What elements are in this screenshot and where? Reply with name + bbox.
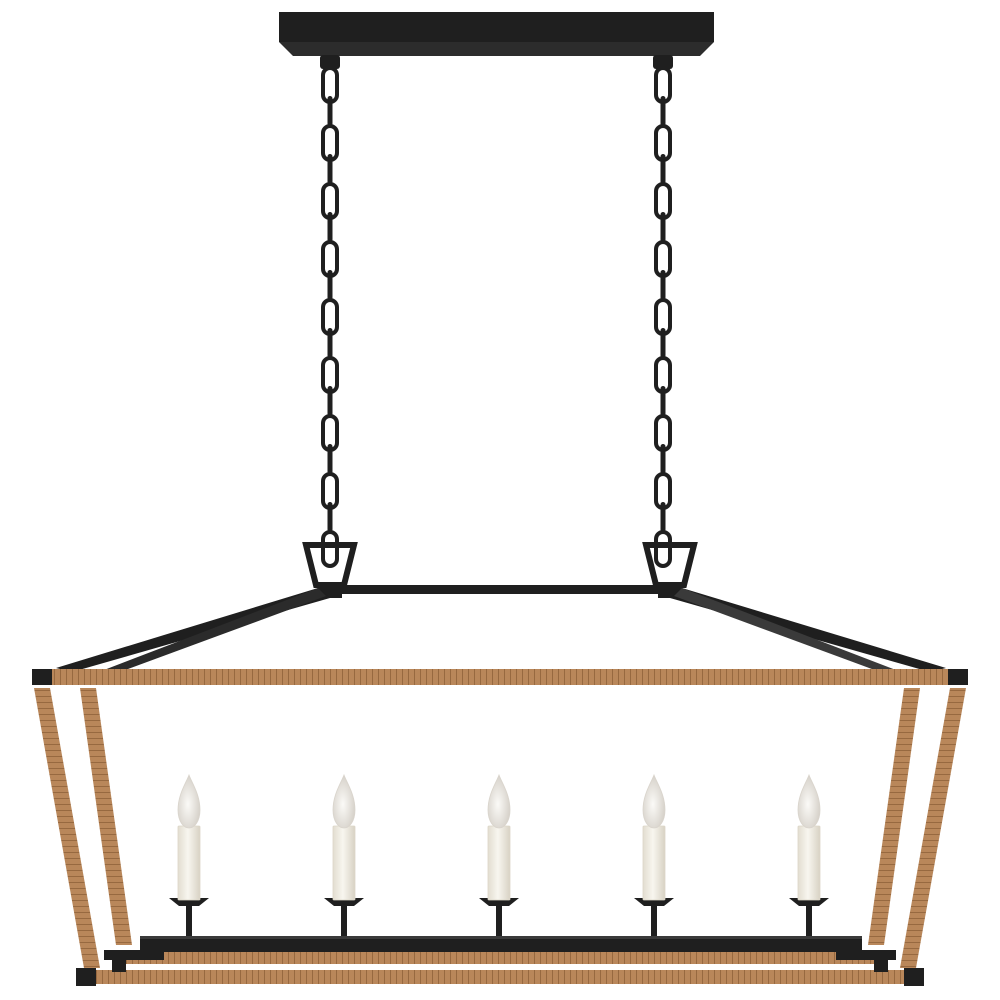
- chain-link: [660, 154, 666, 184]
- chain-link: [327, 96, 333, 126]
- chain-link: [654, 530, 672, 568]
- right-chain: [654, 66, 672, 568]
- iron-corner-caps: [32, 669, 968, 986]
- chain-link: [321, 530, 339, 568]
- iron-frame-top: [56, 585, 946, 672]
- chain-link: [660, 212, 666, 242]
- chain-link: [327, 328, 333, 358]
- candle: [169, 773, 209, 936]
- left-chain: [321, 66, 339, 568]
- chain-link: [327, 154, 333, 184]
- chain-link: [327, 444, 333, 474]
- chain-link: [660, 328, 666, 358]
- chain-link: [660, 96, 666, 126]
- chain-link: [660, 444, 666, 474]
- rattan-frame: [34, 669, 966, 984]
- chain-link: [327, 270, 333, 300]
- candle: [634, 773, 674, 936]
- chain-mounts: [320, 55, 673, 69]
- chain-link: [327, 212, 333, 242]
- candle: [324, 773, 364, 936]
- chain-link: [660, 270, 666, 300]
- chain-link: [660, 386, 666, 416]
- candle-bar: [140, 936, 862, 952]
- candle: [789, 773, 829, 936]
- chain-link: [327, 386, 333, 416]
- chain-link: [660, 502, 666, 532]
- chain-link: [327, 502, 333, 532]
- candle-lights: [169, 773, 829, 936]
- ceiling-canopy: [279, 12, 714, 56]
- candle: [479, 773, 519, 936]
